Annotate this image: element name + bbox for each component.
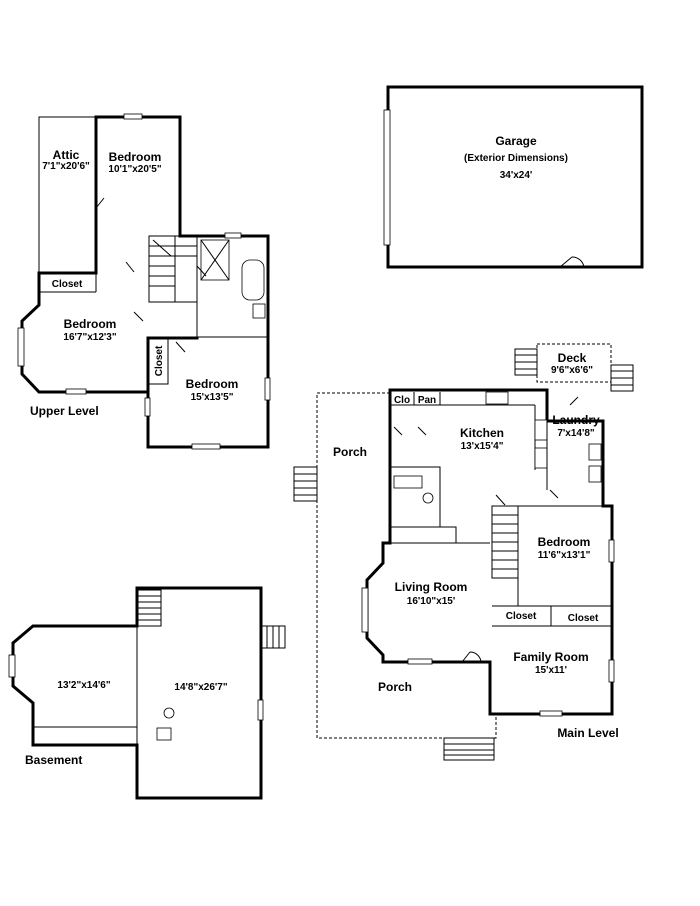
upper-stairs [148, 235, 198, 303]
dryer [588, 465, 602, 483]
kitchen-sink [485, 391, 509, 405]
laundry-name: Laundry [552, 413, 600, 427]
upper-level-plan: Closet Closet Attic 7'1"x20'6" Bedroom 1… [17, 113, 271, 450]
bath-window [224, 232, 242, 239]
left-bedroom-name: Bedroom [64, 317, 117, 331]
main-level-plan: Deck 9'6"x6'6" Clo Pan [293, 343, 634, 761]
main-level-label: Main Level [557, 726, 618, 740]
bottom-bedroom-left-window [144, 397, 151, 417]
garage-door [383, 109, 391, 246]
basement-label: Basement [25, 753, 82, 767]
family-room-name: Family Room [513, 650, 588, 664]
kitchen-fridge [534, 447, 548, 469]
hall-closet [389, 526, 457, 544]
top-bedroom-dims: 10'1"x20'5" [108, 164, 161, 175]
bottom-bedroom-name: Bedroom [186, 377, 239, 391]
bottom-bedroom-window [191, 443, 221, 450]
basement-window [257, 699, 264, 721]
deck-steps-right [610, 364, 634, 392]
left-bedroom-dims: 16'7"x12'3" [63, 332, 116, 343]
laundry-dims: 7'x14'8" [557, 428, 595, 439]
bathtub-fixture [241, 259, 265, 301]
bedroom-door [495, 494, 506, 506]
kitchen-dims: 13'x15'4" [461, 441, 504, 452]
vertical-closet [147, 337, 169, 385]
deck-dims: 9'6"x6'6" [551, 365, 593, 376]
basement-bay-window [8, 654, 16, 678]
main-stairs [491, 505, 519, 579]
attic-name: Attic [53, 148, 80, 162]
garage-dims: 34'x24' [500, 170, 533, 181]
upper-closet-label: Closet [52, 279, 83, 290]
attic-walls [38, 116, 96, 273]
kitchen-name: Kitchen [460, 426, 504, 440]
living-room-name: Living Room [395, 580, 468, 594]
pan-door [417, 426, 427, 436]
basement-utility [156, 727, 172, 741]
upper-level-label: Upper Level [30, 404, 99, 418]
attic-door [95, 197, 105, 209]
main-bedroom-name: Bedroom [538, 535, 591, 549]
bath-door [196, 265, 207, 277]
deck-name: Deck [558, 351, 587, 365]
closet-a-label: Closet [506, 611, 537, 622]
left-bedroom-window [65, 388, 87, 395]
basement-left-dims: 13'2"x14'6" [57, 680, 110, 691]
attic-dims: 7'1"x20'6" [42, 161, 90, 172]
family-window-bottom [539, 710, 563, 717]
stair-landing-door [125, 261, 135, 273]
basement-walls [11, 586, 263, 800]
deck-door [569, 396, 579, 406]
living-window [407, 658, 433, 665]
vanity-fixture [252, 303, 266, 319]
living-bay-window [361, 587, 369, 633]
porch-front-steps [443, 737, 495, 761]
laundry-door [549, 489, 559, 499]
main-bath-tub [393, 475, 423, 489]
family-window-side [608, 659, 615, 683]
basement-right-dims: 14'8"x26'7" [174, 682, 227, 693]
pan-label: Pan [418, 395, 436, 406]
washer [588, 443, 602, 461]
main-bath-toilet [422, 492, 434, 504]
kitchen-range [534, 419, 548, 441]
garage-entry-door [559, 256, 585, 268]
garage-plan: Garage (Exterior Dimensions) 34'x24' [383, 85, 644, 269]
deck-steps-left [514, 348, 538, 376]
basement-exterior-steps [260, 625, 286, 649]
clo-door [393, 426, 403, 436]
garage-subtitle: (Exterior Dimensions) [464, 153, 568, 164]
bottom-bedroom-side-window [264, 377, 271, 401]
left-bedroom-bay-window [17, 327, 25, 367]
porch-side-steps [293, 466, 318, 502]
top-bedroom-walls [94, 115, 182, 275]
bottom-bedroom-door [175, 341, 186, 353]
vertical-closet-label: Closet [154, 345, 165, 376]
main-house-walls [365, 388, 614, 716]
bedroom-window [608, 539, 615, 563]
top-bedroom-window [123, 113, 143, 120]
top-bedroom-name: Bedroom [109, 150, 162, 164]
basement-stairs [136, 589, 162, 627]
living-front-door [461, 651, 482, 663]
clo-label: Clo [394, 395, 410, 406]
basement-plan: 13'2"x14'6" 14'8"x26'7" Basement [8, 586, 286, 800]
porch-top-label: Porch [333, 445, 367, 459]
garage-title: Garage [495, 134, 537, 148]
left-bedroom-door [133, 311, 144, 322]
porch-bottom-label: Porch [378, 680, 412, 694]
basement-drain [163, 707, 175, 719]
bottom-bedroom-dims: 15'x13'5" [191, 392, 234, 403]
closet-b-label: Closet [568, 613, 599, 624]
porch-outline [316, 392, 497, 739]
family-room-dims: 15'x11' [535, 665, 567, 676]
living-room-dims: 16'10"x15' [407, 596, 455, 607]
main-bedroom-dims: 11'6"x13'1" [538, 550, 591, 561]
